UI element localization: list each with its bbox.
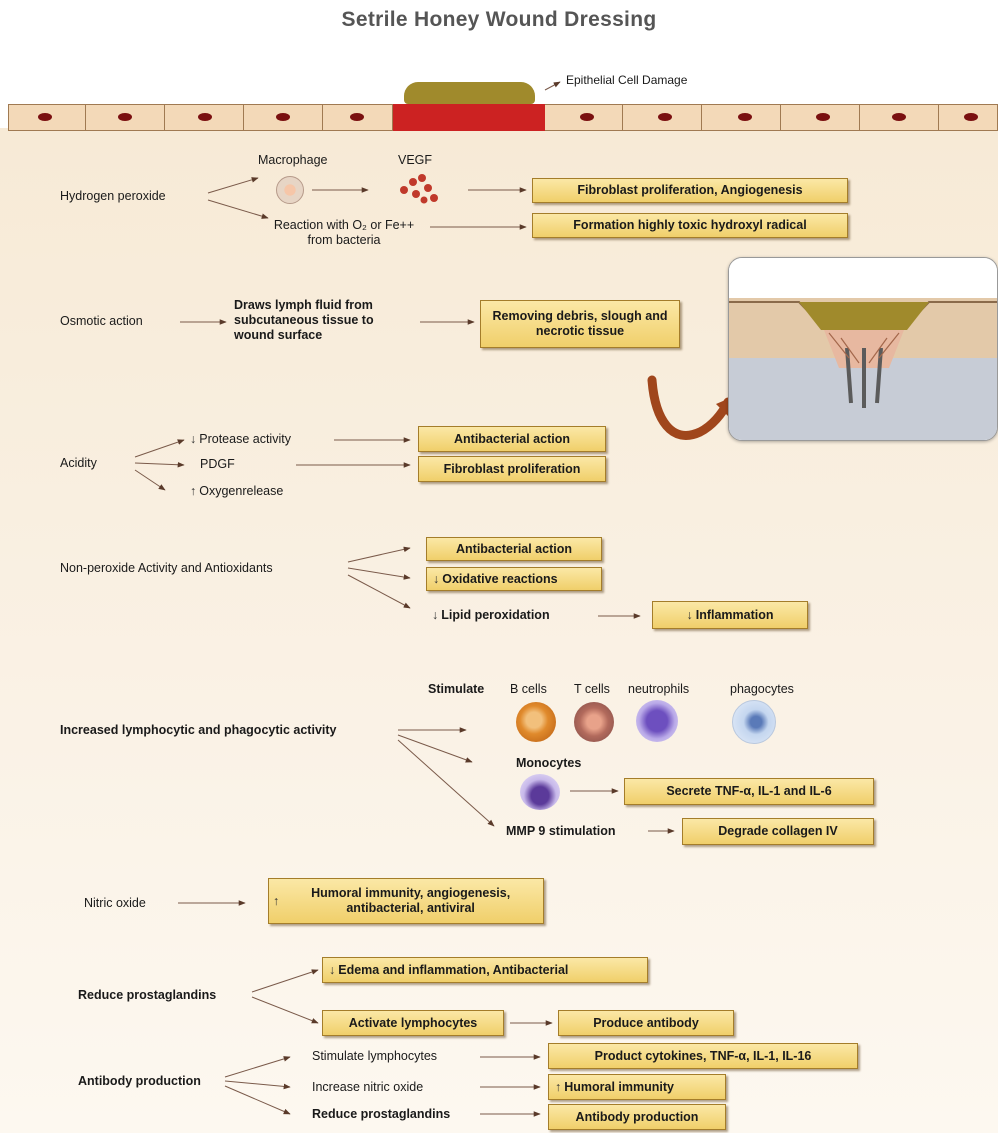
result-box-oxidative-reactions: ↓Oxidative reactions (426, 567, 602, 591)
result-box-humoral-immunity: ↑Humoral immunity, angiogenesis, antibac… (268, 878, 544, 924)
increase-arrow-icon: ↑ (555, 1080, 561, 1095)
b-cells-label: B cells (510, 682, 547, 697)
neutrophils-label: neutrophils (628, 682, 689, 697)
cell-nucleus (198, 113, 212, 121)
cell-nucleus (964, 113, 978, 121)
humoral-immunity-2-label: Humoral immunity (564, 1080, 674, 1095)
hydrogen-peroxide-label: Hydrogen peroxide (60, 189, 166, 204)
result-box-degrade-collagen: Degrade collagen IV (682, 818, 874, 845)
reduce-prostaglandins-label: Reduce prostaglandins (78, 988, 216, 1003)
cell-nucleus (38, 113, 52, 121)
macrophage-icon (276, 176, 304, 204)
result-box-inflammation: ↓ Inflammation (652, 601, 808, 629)
phagocyte-icon (732, 700, 776, 744)
oxygen-release-label: Oxygenrelease (199, 484, 283, 498)
cell-nucleus (738, 113, 752, 121)
cell-nucleus (816, 113, 830, 121)
decrease-arrow-icon: ↓ (432, 608, 438, 622)
oxidative-reactions-label: Oxidative reactions (442, 572, 557, 587)
neutrophil-icon (636, 700, 678, 742)
result-box-fibroblast-proliferation: Fibroblast proliferation (418, 456, 606, 482)
osmotic-action-label: Osmotic action (60, 314, 143, 329)
result-box-produce-antibody: Produce antibody (558, 1010, 734, 1036)
result-box-activate-lymphocytes: Activate lymphocytes (322, 1010, 504, 1036)
b-cell-icon (516, 702, 556, 742)
humoral-immunity-label: Humoral immunity, angiogenesis, antibact… (282, 886, 539, 916)
cell-nucleus (118, 113, 132, 121)
non-peroxide-label: Non-peroxide Activity and Antioxidants (60, 561, 273, 576)
result-box-humoral-immunity-2: ↑Humoral immunity (548, 1074, 726, 1100)
decrease-arrow-icon: ↓ (686, 608, 692, 623)
vegf-label: VEGF (398, 153, 432, 168)
cell-nucleus (580, 113, 594, 121)
increase-nitric-oxide-label: Increase nitric oxide (312, 1080, 423, 1095)
stimulate-label: Stimulate (428, 682, 484, 697)
lipid-peroxidation-label: Lipid peroxidation (441, 608, 549, 622)
result-box-product-cytokines: Product cytokines, TNF-α, IL-1, IL-16 (548, 1043, 858, 1069)
inflammation-label: Inflammation (696, 608, 774, 623)
result-box-fibroblast-angiogenesis: Fibroblast proliferation, Angiogenesis (532, 178, 848, 203)
protease-activity-label: Protease activity (199, 432, 291, 446)
stimulate-lymphocytes-label: Stimulate lymphocytes (312, 1049, 437, 1064)
damage-label: Epithelial Cell Damage (566, 73, 687, 88)
decrease-arrow-icon: ↓ (190, 432, 196, 446)
result-box-edema-inflammation: ↓Edema and inflammation, Antibacterial (322, 957, 648, 983)
lymphocytic-activity-label: Increased lymphocytic and phagocytic act… (60, 723, 336, 738)
decrease-arrow-icon: ↓ (433, 572, 439, 587)
antibody-production-label: Antibody production (78, 1074, 201, 1089)
wound-damage-area (393, 104, 545, 131)
vegf-particles-icon (398, 170, 442, 206)
result-box-secrete-cytokines: Secrete TNF-α, IL-1 and IL-6 (624, 778, 874, 805)
cell-nucleus (892, 113, 906, 121)
decrease-arrow-icon: ↓ (329, 963, 335, 978)
cell-nucleus (350, 113, 364, 121)
protease-activity-text: ↓Protease activity (190, 432, 291, 447)
edema-inflammation-label: Edema and inflammation, Antibacterial (338, 963, 568, 978)
wound-cross-section-illustration (728, 257, 998, 441)
acidity-label: Acidity (60, 456, 97, 471)
honey-dressing-layer (404, 82, 535, 104)
macrophage-label: Macrophage (258, 153, 328, 168)
lipid-peroxidation-text: ↓Lipid peroxidation (432, 608, 550, 623)
cell-nucleus (276, 113, 290, 121)
t-cell-icon (574, 702, 614, 742)
monocytes-label: Monocytes (516, 756, 581, 771)
result-box-removing-debris: Removing debris, slough and necrotic tis… (480, 300, 680, 348)
result-box-antibacterial-action: Antibacterial action (418, 426, 606, 452)
result-box-hydroxyl-radical: Formation highly toxic hydroxyl radical (532, 213, 848, 238)
oxygen-release-text: ↑Oxygenrelease (190, 484, 283, 499)
mmp9-stimulation-label: MMP 9 stimulation (506, 824, 616, 839)
increase-arrow-icon: ↑ (273, 894, 279, 909)
t-cells-label: T cells (574, 682, 610, 697)
phagocytes-label: phagocytes (730, 682, 794, 697)
pdgf-label: PDGF (200, 457, 235, 472)
osmotic-mechanism-text: Draws lymph fluid from subcutaneous tiss… (234, 298, 414, 343)
page-title: Setrile Honey Wound Dressing (0, 8, 998, 32)
reduce-prostaglandins-branch-label: Reduce prostaglandins (312, 1107, 450, 1122)
nitric-oxide-label: Nitric oxide (84, 896, 146, 911)
cell-nucleus (658, 113, 672, 121)
monocyte-icon (520, 774, 560, 810)
reaction-text: Reaction with O₂ or Fe++ from bacteria (264, 218, 424, 248)
result-box-antibacterial-action-2: Antibacterial action (426, 537, 602, 561)
result-box-antibody-production: Antibody production (548, 1104, 726, 1130)
increase-arrow-icon: ↑ (190, 484, 196, 498)
